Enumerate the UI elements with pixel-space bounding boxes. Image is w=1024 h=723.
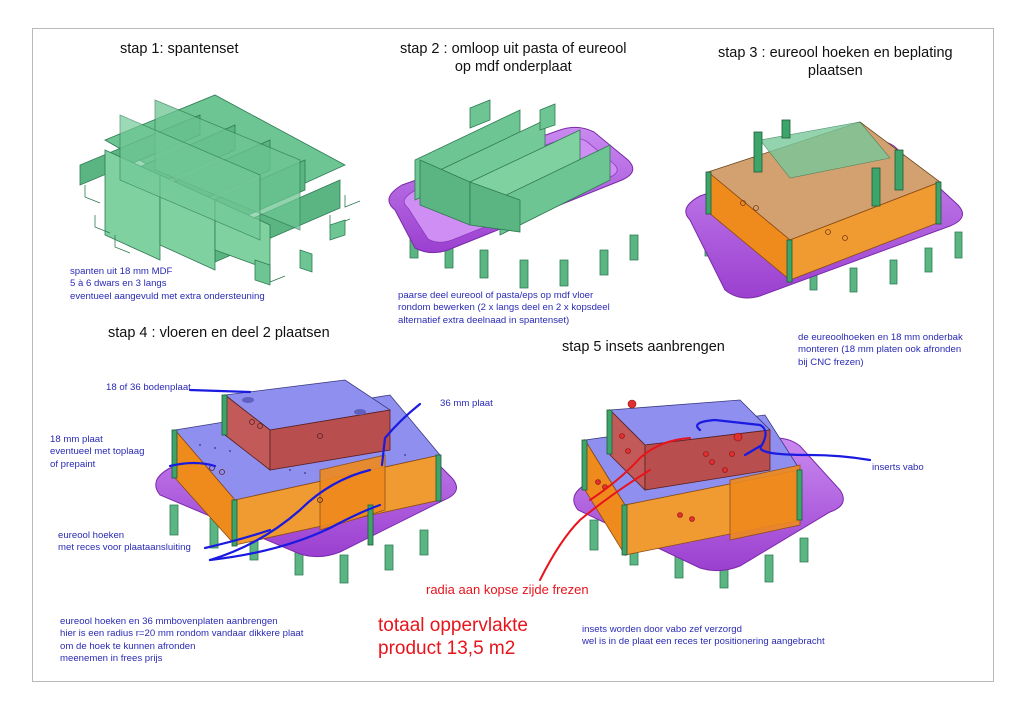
step4-title: stap 4 : vloeren en deel 2 plaatsen xyxy=(108,325,330,341)
note-line: met reces voor plaataansluiting xyxy=(58,542,191,554)
note-line: monteren (18 mm platen ook afronden xyxy=(798,344,962,356)
bottom-left-note: eureool hoeken en 36 mmbovenplaten aanbr… xyxy=(60,616,303,666)
radia-lines xyxy=(539,437,691,581)
step2-base-with-rim xyxy=(388,99,639,289)
total-area: totaal oppervlakte product 13,5 m2 xyxy=(378,614,528,660)
note-line: spanten uit 18 mm MDF xyxy=(70,266,173,277)
callout-radia: radia aan kopse zijde frezen xyxy=(426,582,589,597)
note-line: alternatief extra deelnaad in spantenset… xyxy=(398,314,570,326)
step3-title: stap 3 : eureool hoeken en beplating pla… xyxy=(718,44,953,80)
note-line: 18 mm plaat xyxy=(50,434,103,445)
note-line: meenemen in frees prijs xyxy=(60,653,163,665)
step2-note: paarse deel eureool of pasta/eps op mdf … xyxy=(398,290,610,327)
note-line: of prepaint xyxy=(50,458,96,470)
step3-title-line2: plaatsen xyxy=(807,63,863,79)
note-line: eventueel aangevuld met extra ondersteun… xyxy=(70,290,265,302)
note-line: eventueel met toplaag xyxy=(50,446,145,458)
step1-title: stap 1: spantenset xyxy=(120,41,239,57)
note-line: eureool hoeken en 36 mmbovenplaten aanbr… xyxy=(60,616,278,627)
callout-inserts: inserts vabo xyxy=(872,462,924,473)
callout-plaat36: 36 mm plaat xyxy=(440,398,493,409)
step1-note: spanten uit 18 mm MDF 5 à 6 dwars en 3 l… xyxy=(70,266,265,303)
callout-bodenplaat: 18 of 36 bodenplaat xyxy=(106,382,191,393)
note-line: de eureoolhoeken en 18 mm onderbak xyxy=(798,332,963,343)
step3-title-line1: stap 3 : eureool hoeken en beplating xyxy=(718,45,953,61)
callout-plaat18: 18 mm plaat eventueel met toplaag of pre… xyxy=(50,434,144,471)
step2-title: stap 2 : omloop uit pasta of eureool op … xyxy=(400,40,627,76)
total-line: product 13,5 m2 xyxy=(378,638,516,659)
step1-frame-set xyxy=(79,94,361,286)
note-line: wel is in de plaat een reces ter positio… xyxy=(582,636,825,648)
step3-corners-and-cladding xyxy=(685,119,963,299)
note-line: eureool hoeken xyxy=(58,530,125,541)
step2-title-line1: stap 2 : omloop uit pasta of eureool xyxy=(400,41,627,57)
total-line: totaal oppervlakte xyxy=(378,615,528,636)
callout-hoeken: eureool hoeken met reces voor plaataansl… xyxy=(58,530,191,555)
callout-lines xyxy=(168,388,872,562)
step3-note: de eureoolhoeken en 18 mm onderbak monte… xyxy=(798,332,963,369)
step5-title: stap 5 insets aanbrengen xyxy=(562,339,725,355)
step2-title-line2: op mdf onderplaat xyxy=(454,59,572,75)
note-line: insets worden door vabo zef verzorgd xyxy=(582,624,742,635)
step5-inserts xyxy=(573,399,844,589)
note-line: bij CNC frezen) xyxy=(798,356,864,368)
note-line: paarse deel eureool of pasta/eps op mdf … xyxy=(398,290,594,301)
note-line: om de hoek te kunnen afronden xyxy=(60,640,196,652)
bottom-right-note: insets worden door vabo zef verzorgd wel… xyxy=(582,624,825,649)
note-line: hier is een radius r=20 mm rondom vandaa… xyxy=(60,628,304,640)
note-line: rondom bewerken (2 x langs deel en 2 x k… xyxy=(398,302,610,314)
note-line: 5 à 6 dwars en 3 langs xyxy=(70,278,167,290)
